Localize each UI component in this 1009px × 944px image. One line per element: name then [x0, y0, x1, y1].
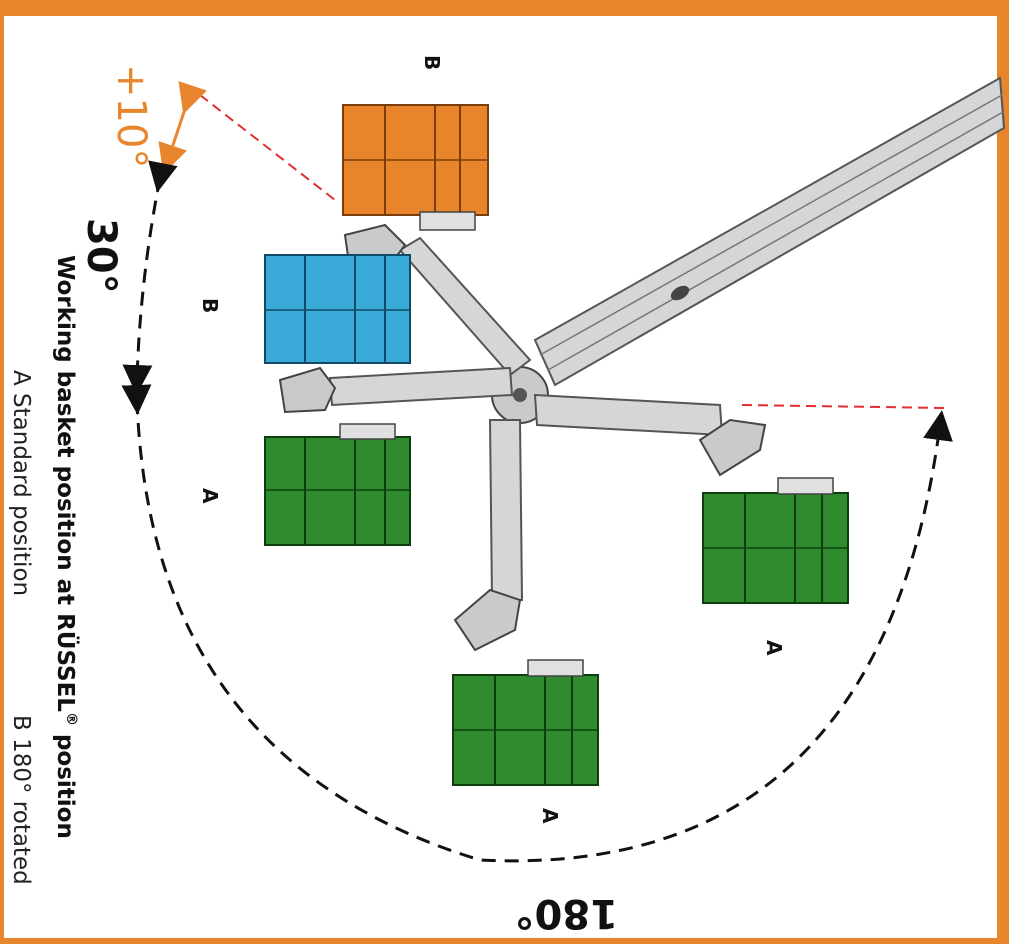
- legend-b: B 180° rotated: [8, 715, 34, 885]
- basket-orange-tilted: [342, 104, 489, 231]
- caption: Working basket position at RÜSSEL® posit…: [52, 255, 80, 839]
- arm-right: [533, 393, 767, 477]
- caption-legend: A Standard position B 180° rotated: [8, 370, 34, 885]
- arc-180-degree: [121, 384, 953, 863]
- red-reference-line-top: [199, 94, 336, 201]
- caption-title-main: Working basket position at RÜSSEL: [52, 255, 80, 712]
- frame-bottom-border: [0, 938, 1009, 944]
- label-green-left-a: A: [198, 488, 222, 504]
- basket-green-bottom: [452, 659, 599, 786]
- label-tilt-angle: +10°: [108, 64, 154, 168]
- arm-down: [453, 419, 524, 652]
- frame-top-border: [0, 0, 1009, 16]
- label-180-degree: 180°: [515, 890, 619, 936]
- label-orange-b: B: [420, 55, 444, 70]
- caption-registered: ®: [63, 712, 79, 726]
- legend-a: A Standard position: [8, 370, 34, 596]
- frame-right-border: [997, 0, 1009, 944]
- caption-title: Working basket position at RÜSSEL® posit…: [52, 255, 80, 839]
- label-30-degree: 30°: [78, 218, 124, 294]
- arc-30-degree: [122, 160, 178, 395]
- red-reference-line-right: [741, 404, 946, 409]
- basket-green-left: [264, 423, 411, 546]
- label-blue-b: B: [198, 298, 222, 313]
- label-green-bottom-a: A: [538, 808, 562, 824]
- basket-blue-rotated: [264, 254, 411, 364]
- caption-title-tail: position: [52, 726, 78, 839]
- label-green-right-a: A: [762, 640, 786, 656]
- frame-left-border: [0, 0, 4, 944]
- basket-green-right: [702, 477, 849, 604]
- main-boom: [533, 76, 1006, 387]
- tilt-arrow: [158, 81, 207, 175]
